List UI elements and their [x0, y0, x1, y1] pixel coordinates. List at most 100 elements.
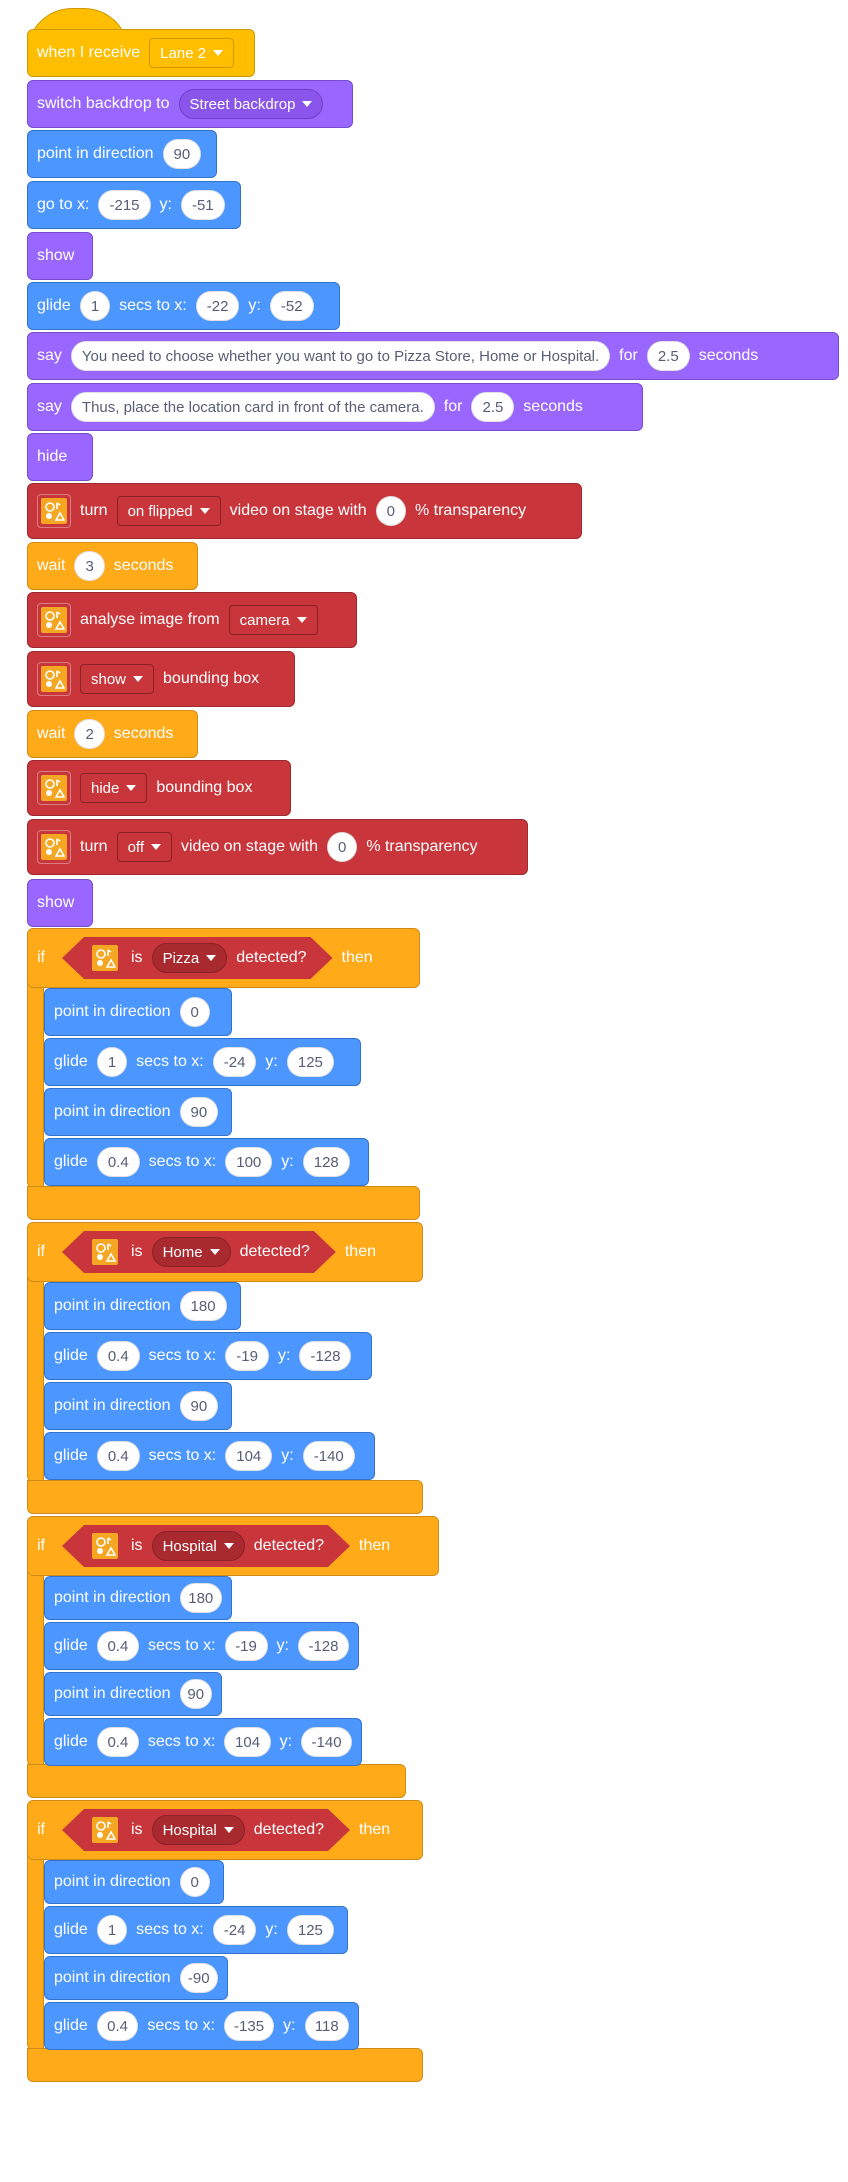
- if-hospital-block[interactable]: if is Hospital detected? then: [27, 1516, 439, 1576]
- direction-input[interactable]: 180: [179, 1583, 222, 1613]
- y-input[interactable]: -140: [302, 1441, 355, 1471]
- y-input[interactable]: 118: [304, 2011, 349, 2041]
- analyse-image-block[interactable]: analyse image from camera: [27, 592, 357, 648]
- if-home-block[interactable]: if is Home detected? then: [27, 1222, 423, 1282]
- direction-input[interactable]: 0: [179, 997, 210, 1027]
- bounding-box-dropdown[interactable]: show: [80, 664, 155, 694]
- point-in-direction-block[interactable]: point in direction 0: [44, 1860, 224, 1904]
- y-input[interactable]: -51: [180, 190, 225, 220]
- turn-video-block[interactable]: turn on flipped video on stage with 0 % …: [27, 483, 582, 539]
- y-input[interactable]: 125: [286, 1915, 334, 1945]
- y-input[interactable]: 128: [302, 1147, 350, 1177]
- bounding-box-block[interactable]: show bounding box: [27, 651, 295, 707]
- ml-image-recognition-icon: [37, 662, 71, 696]
- y-input[interactable]: -128: [297, 1631, 349, 1661]
- y-input[interactable]: 125: [286, 1047, 334, 1077]
- point-in-direction-block[interactable]: point in direction 90: [44, 1672, 222, 1716]
- direction-input[interactable]: 90: [179, 1391, 219, 1421]
- direction-input[interactable]: -90: [179, 1963, 218, 1993]
- secs-input[interactable]: 1: [96, 1047, 128, 1077]
- is-detected-condition[interactable]: is Pizza detected?: [62, 937, 333, 979]
- wait-input[interactable]: 2: [74, 719, 105, 749]
- switch-backdrop-block[interactable]: switch backdrop to Street backdrop: [27, 80, 353, 128]
- bounding-box-block[interactable]: hide bounding box: [27, 760, 291, 816]
- glide-block[interactable]: glide 0.4 secs to x: 104 y: -140: [44, 1718, 362, 1766]
- is-detected-condition[interactable]: is Hospital detected?: [62, 1809, 350, 1851]
- x-input[interactable]: -19: [224, 1631, 268, 1661]
- point-in-direction-block[interactable]: point in direction 90: [44, 1088, 232, 1136]
- direction-input[interactable]: 0: [179, 1867, 210, 1897]
- turn-video-block[interactable]: turn off video on stage with 0 % transpa…: [27, 819, 528, 875]
- x-input[interactable]: 104: [225, 1441, 273, 1471]
- ml-image-recognition-icon: [88, 1235, 122, 1269]
- secs-input[interactable]: 1: [79, 291, 111, 321]
- secs-input[interactable]: 0.4: [96, 2011, 139, 2041]
- point-in-direction-block[interactable]: point in direction 180: [44, 1576, 232, 1620]
- direction-input[interactable]: 180: [179, 1291, 227, 1321]
- wait-input[interactable]: 3: [74, 551, 105, 581]
- y-input[interactable]: -128: [299, 1341, 352, 1371]
- glide-block[interactable]: glide 0.4 secs to x: -19 y: -128: [44, 1332, 372, 1380]
- transparency-input[interactable]: 0: [375, 496, 406, 526]
- message-input[interactable]: Thus, place the location card in front o…: [70, 392, 435, 422]
- message-input[interactable]: You need to choose whether you want to g…: [70, 341, 611, 371]
- direction-input[interactable]: 90: [179, 1679, 212, 1709]
- glide-block[interactable]: glide 0.4 secs to x: -135 y: 118: [44, 2002, 359, 2050]
- secs-input[interactable]: 0.4: [96, 1727, 139, 1757]
- secs-input[interactable]: 0.4: [96, 1631, 139, 1661]
- message-dropdown[interactable]: Lane 2: [149, 38, 235, 68]
- hide-block[interactable]: hide: [27, 433, 93, 481]
- x-input[interactable]: -24: [212, 1915, 257, 1945]
- glide-block[interactable]: glide 1 secs to x: -24 y: 125: [44, 1906, 348, 1954]
- video-state-dropdown[interactable]: on flipped: [116, 496, 221, 526]
- glide-block[interactable]: glide 1 secs to x: -22 y: -52: [27, 282, 340, 330]
- x-input[interactable]: 100: [225, 1147, 273, 1177]
- go-to-xy-block[interactable]: go to x: -215 y: -51: [27, 181, 241, 229]
- secs-input[interactable]: 0.4: [96, 1441, 140, 1471]
- direction-input[interactable]: 90: [179, 1097, 219, 1127]
- class-dropdown[interactable]: Hospital: [152, 1815, 245, 1845]
- secs-input[interactable]: 1: [96, 1915, 128, 1945]
- if-hospital-block[interactable]: if is Hospital detected? then: [27, 1800, 423, 1860]
- point-in-direction-block[interactable]: point in direction -90: [44, 1956, 228, 2000]
- x-input[interactable]: -22: [195, 291, 240, 321]
- point-in-direction-block[interactable]: point in direction 90: [44, 1382, 232, 1430]
- glide-block[interactable]: glide 0.4 secs to x: 104 y: -140: [44, 1432, 375, 1480]
- point-in-direction-block[interactable]: point in direction 180: [44, 1282, 241, 1330]
- secs-input[interactable]: 0.4: [96, 1147, 140, 1177]
- say-for-secs-block[interactable]: say You need to choose whether you want …: [27, 332, 839, 380]
- show-block[interactable]: show: [27, 232, 93, 280]
- x-input[interactable]: -215: [98, 190, 151, 220]
- y-input[interactable]: -140: [301, 1727, 352, 1757]
- secs-input[interactable]: 2.5: [646, 341, 690, 371]
- point-in-direction-block[interactable]: point in direction 90: [27, 130, 217, 178]
- wait-block[interactable]: wait 3 seconds: [27, 542, 198, 590]
- point-in-direction-block[interactable]: point in direction 0: [44, 988, 232, 1036]
- transparency-input[interactable]: 0: [326, 832, 358, 862]
- class-dropdown[interactable]: Pizza: [152, 943, 228, 973]
- y-input[interactable]: -52: [269, 291, 314, 321]
- wait-block[interactable]: wait 2 seconds: [27, 710, 198, 758]
- glide-block[interactable]: glide 0.4 secs to x: -19 y: -128: [44, 1622, 359, 1670]
- x-input[interactable]: 104: [224, 1727, 271, 1757]
- x-input[interactable]: -135: [223, 2011, 275, 2041]
- bounding-box-dropdown[interactable]: hide: [80, 773, 148, 803]
- if-pizza-block[interactable]: if is Pizza detected? then: [27, 928, 420, 988]
- class-dropdown[interactable]: Hospital: [152, 1531, 245, 1561]
- x-input[interactable]: -24: [212, 1047, 257, 1077]
- image-source-dropdown[interactable]: camera: [228, 605, 318, 635]
- secs-input[interactable]: 2.5: [471, 392, 515, 422]
- x-input[interactable]: -19: [225, 1341, 269, 1371]
- backdrop-dropdown[interactable]: Street backdrop: [178, 89, 324, 119]
- class-dropdown[interactable]: Home: [152, 1237, 231, 1267]
- glide-block[interactable]: glide 1 secs to x: -24 y: 125: [44, 1038, 361, 1086]
- say-for-secs-block[interactable]: say Thus, place the location card in fro…: [27, 383, 643, 431]
- video-state-dropdown[interactable]: off: [116, 832, 172, 862]
- when-i-receive-block[interactable]: when I receive Lane 2: [27, 8, 255, 77]
- is-detected-condition[interactable]: is Home detected?: [62, 1231, 336, 1273]
- glide-block[interactable]: glide 0.4 secs to x: 100 y: 128: [44, 1138, 369, 1186]
- direction-input[interactable]: 90: [162, 139, 202, 169]
- show-block[interactable]: show: [27, 879, 93, 927]
- secs-input[interactable]: 0.4: [96, 1341, 140, 1371]
- is-detected-condition[interactable]: is Hospital detected?: [62, 1525, 350, 1567]
